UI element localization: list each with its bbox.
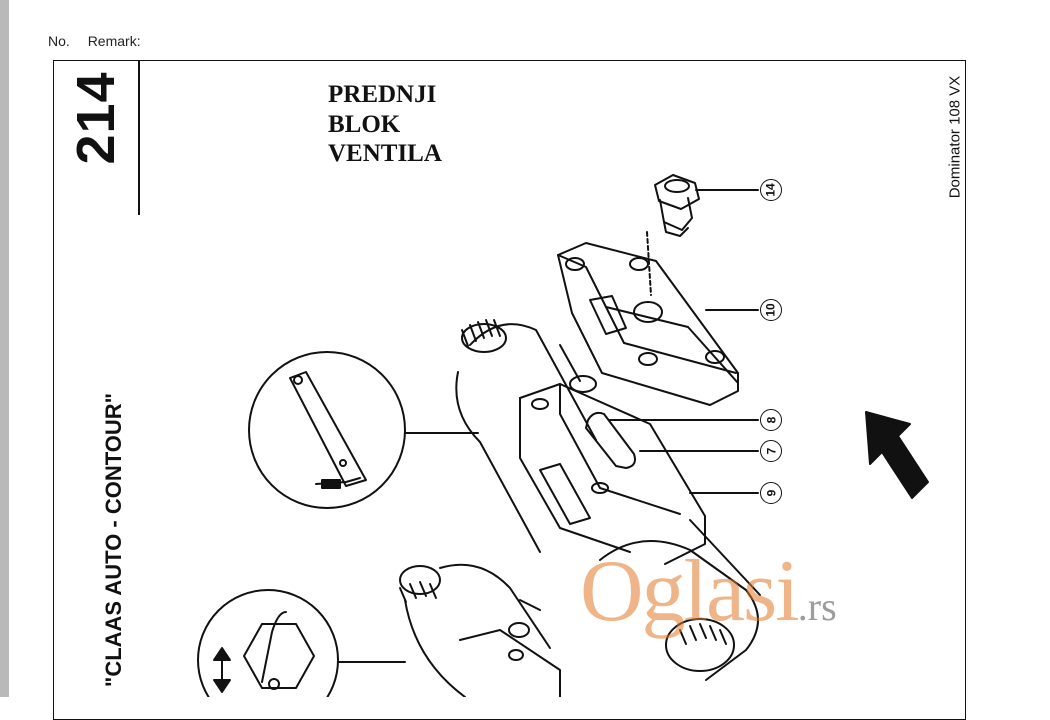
title-line-1: PREDNJI: [328, 81, 437, 108]
callout-9: 9: [760, 482, 782, 504]
callout-10: 10: [760, 299, 782, 321]
detail-circle-lever: [248, 351, 406, 509]
solenoid-upper-part: [455, 319, 597, 553]
assembly-axis: [646, 231, 652, 296]
gasket-part: [585, 411, 636, 469]
callout-14: 14: [760, 179, 782, 201]
solenoid-lower-part: [599, 519, 761, 681]
fitting-part: [654, 174, 700, 237]
title-line-2: BLOK: [328, 110, 401, 138]
page-title: PREDNJI BLOK VENTILA: [328, 80, 442, 169]
valve-block-part: [519, 383, 706, 565]
title-line-3: VENTILA: [328, 140, 442, 167]
header-fields: No. Remark:: [48, 33, 155, 49]
seal-ring-part: [569, 375, 597, 393]
watermark-logo: Oglasi.rs: [580, 543, 837, 640]
page-tab-divider: [138, 60, 140, 215]
no-label: No.: [48, 33, 70, 49]
direction-arrow-icon: [865, 411, 929, 499]
detail-circle-handle: [197, 589, 339, 697]
callout-7: 7: [760, 440, 782, 462]
exploded-valve-drawing: [197, 174, 929, 697]
second-valve-assembly: [399, 563, 561, 697]
scrollbar-track[interactable]: [0, 0, 9, 697]
remark-label: Remark:: [87, 33, 141, 49]
cover-plate-part: [557, 242, 739, 406]
callout-8: 8: [760, 409, 782, 431]
